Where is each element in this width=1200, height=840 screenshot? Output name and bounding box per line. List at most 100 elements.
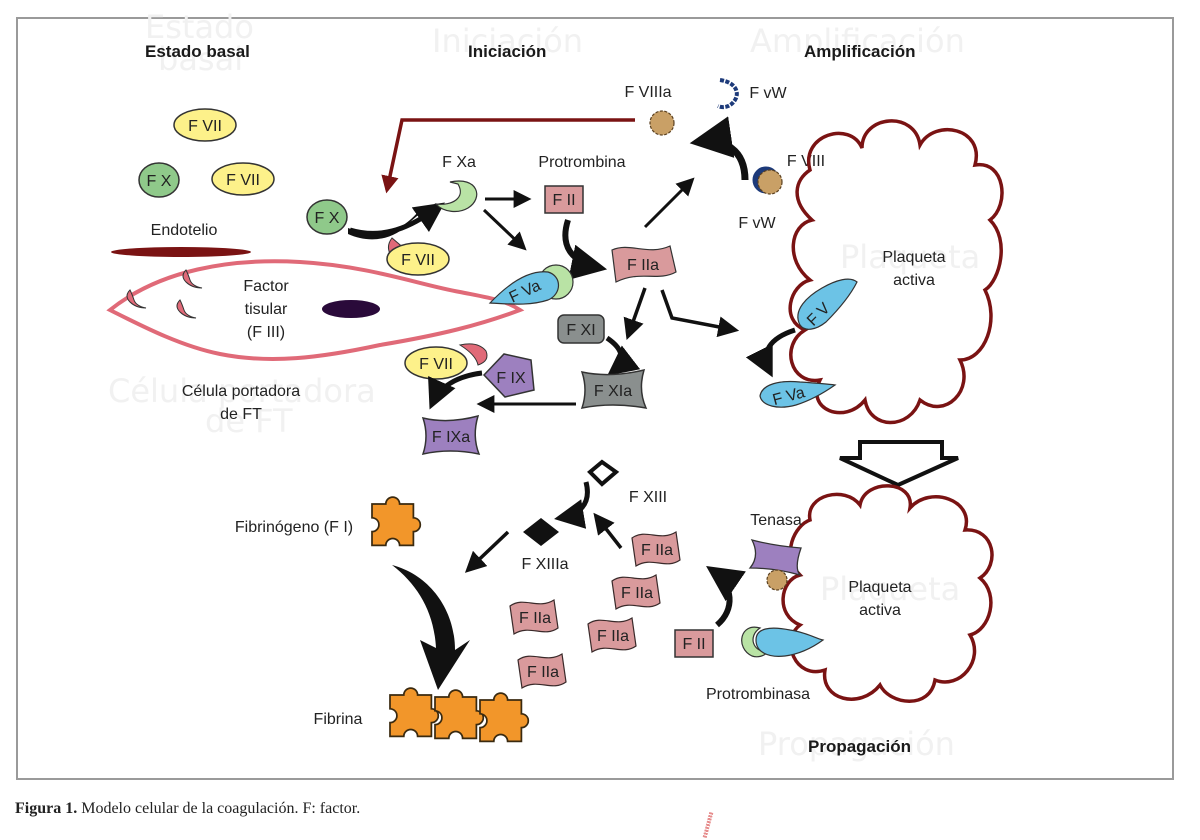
fibrinogen-label: Fibrinógeno (F I) bbox=[235, 519, 353, 536]
factor-label: F IIa bbox=[641, 542, 673, 559]
factor-label: F IIa bbox=[519, 610, 551, 627]
fiia-to-fviii-arrow bbox=[643, 177, 695, 229]
basal-fvii-2: F VII bbox=[211, 162, 275, 196]
tissue-factor-receptors bbox=[126, 269, 203, 319]
fviii-label: F VIII bbox=[787, 153, 825, 170]
init-fx: F X bbox=[306, 199, 348, 235]
ghost-text: de FT bbox=[205, 402, 293, 440]
stage-header-initiation: Iniciación bbox=[468, 42, 546, 61]
amp-fva: F Va bbox=[759, 380, 837, 409]
active-platelet-upper bbox=[788, 119, 1004, 425]
prop-fii: F II bbox=[674, 629, 714, 658]
tissue-factor-label-3: (F III) bbox=[247, 324, 285, 341]
fvw-top-shape bbox=[717, 78, 739, 110]
factor-label: F XIa bbox=[594, 383, 632, 400]
fibrinogen-to-fibrin-arrow bbox=[392, 565, 470, 690]
prop-fiia-1: F IIa bbox=[631, 531, 681, 567]
fxiiia-shape bbox=[523, 518, 559, 546]
ghost-text: Propagación bbox=[758, 725, 955, 763]
prothrombinase-label: Protrombinasa bbox=[706, 686, 810, 703]
endothelium-shape bbox=[111, 247, 251, 257]
prop-fiia-3: F IIa bbox=[587, 617, 637, 653]
ghost-text: Plaqueta bbox=[820, 570, 960, 608]
factor-label: F II bbox=[682, 636, 705, 653]
fxiii-to-fxiiia-arrow bbox=[554, 481, 590, 529]
tissue-factor-label-2: tisular bbox=[245, 301, 288, 318]
stage-header-propagation: Propagación bbox=[808, 737, 911, 756]
platelet-lower-label-2: activa bbox=[859, 602, 901, 619]
fxa-to-fva-arrow bbox=[482, 208, 527, 251]
stage-transition-arrow bbox=[839, 440, 959, 488]
cell-label-1: Célula portadora bbox=[182, 383, 300, 400]
fii-to-fiia-arrow bbox=[562, 219, 608, 280]
cell-label-2: de FT bbox=[220, 406, 262, 423]
tenase-fviiia bbox=[766, 569, 788, 591]
init-fvii-top: F VII bbox=[386, 237, 450, 276]
init-fiia: F IIa bbox=[611, 245, 677, 283]
init-fva: F Va bbox=[488, 264, 574, 307]
fibrin-label: Fibrina bbox=[314, 711, 363, 728]
fvw-bottom-label: F vW bbox=[738, 215, 776, 232]
factor-label: F IIa bbox=[627, 257, 659, 274]
feedback-arrow bbox=[381, 118, 635, 194]
factor-label: F IXa bbox=[432, 429, 470, 446]
init-fxia: F XIa bbox=[580, 368, 648, 409]
fiia-to-fxiii-arrow bbox=[593, 512, 623, 550]
prothrombinase-shape bbox=[741, 626, 825, 658]
basal-fx: F X bbox=[138, 162, 180, 198]
init-fxi: F XI bbox=[557, 314, 605, 344]
fiia-to-fv-arrow bbox=[660, 289, 740, 338]
fxa-crescent bbox=[434, 180, 478, 213]
endothelium-label: Endotelio bbox=[151, 222, 218, 239]
fx-to-fxa-arrow bbox=[349, 202, 445, 236]
prop-fiia-2: F IIa bbox=[611, 574, 661, 610]
prothrombin-label: Protrombina bbox=[538, 154, 625, 171]
platelet-upper-label-2: activa bbox=[893, 272, 935, 289]
ghost-watermarks: Estado basal Iniciación Amplificación Pr… bbox=[108, 8, 980, 763]
fviii-shape bbox=[757, 169, 783, 195]
prop-fiia-5: F IIa bbox=[517, 653, 567, 689]
factor-label: F IX bbox=[496, 370, 526, 387]
factor-label: F VII bbox=[401, 252, 435, 269]
amp-fv: F V bbox=[797, 278, 858, 330]
ghost-text: Estado bbox=[145, 8, 254, 46]
ghost-text: Célula portadora bbox=[108, 372, 376, 410]
prop-fiia-4: F IIa bbox=[509, 599, 559, 635]
ghost-text: Iniciación bbox=[432, 22, 583, 60]
active-platelet-lower bbox=[781, 484, 994, 703]
fvw-top-label: F vW bbox=[749, 85, 787, 102]
figure-caption: Figura 1. Modelo celular de la coagulaci… bbox=[15, 800, 360, 818]
stage-header-amplification: Amplificación bbox=[804, 42, 915, 61]
init-fix: F IX bbox=[482, 353, 535, 398]
fv-to-fva-arrow bbox=[745, 327, 796, 378]
fviiia-label: F VIIIa bbox=[624, 84, 671, 101]
fibrin-puzzle-chain bbox=[389, 687, 530, 743]
tenase-label: Tenasa bbox=[750, 512, 802, 529]
caption-prefix: Figura 1. bbox=[15, 800, 78, 817]
fxiii-shape bbox=[587, 459, 620, 487]
factor-label: F VII bbox=[226, 172, 260, 189]
fiia-to-fxia-arrow bbox=[623, 287, 647, 340]
fxi-to-fxia-arrow bbox=[605, 335, 641, 376]
caption-text: Modelo celular de la coagulación. F: fac… bbox=[77, 800, 361, 817]
fxiiia-to-fibrin-arrow bbox=[464, 530, 510, 573]
init-fii: F II bbox=[544, 185, 584, 214]
tenase-shape bbox=[748, 539, 802, 577]
fix-to-fixa-arrow bbox=[428, 370, 483, 410]
tf-cell-membrane bbox=[106, 259, 525, 361]
stage-header-basal: Estado basal bbox=[145, 42, 250, 61]
factor-label: F IIa bbox=[597, 628, 629, 645]
factor-label: F X bbox=[147, 173, 172, 190]
cell-nucleus bbox=[322, 300, 380, 318]
factor-label: F IIa bbox=[527, 664, 559, 681]
init-fixa: F IXa bbox=[421, 414, 481, 456]
tissue-factor-label-1: Factor bbox=[243, 278, 289, 295]
platelet-upper-label-1: Plaqueta bbox=[882, 249, 945, 266]
fviii-to-fviiia-arrow bbox=[689, 116, 749, 181]
factor-label: F X bbox=[315, 210, 340, 227]
factor-label: F XI bbox=[566, 322, 595, 339]
fviiia-shape bbox=[649, 110, 675, 136]
ghost-text: basal bbox=[158, 40, 243, 78]
basal-fvii-1: F VII bbox=[173, 108, 237, 142]
